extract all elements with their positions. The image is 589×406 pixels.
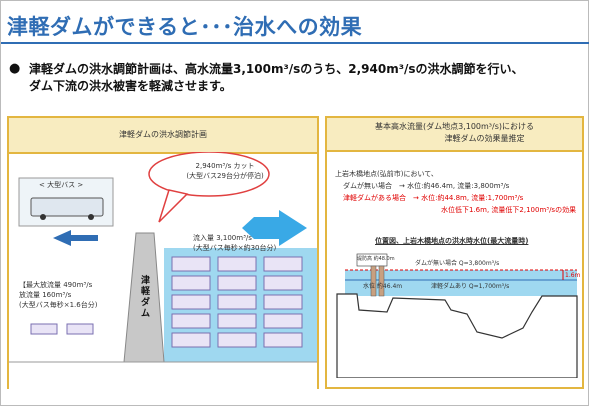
page-title: 津軽ダムができると･･･治水への効果 — [7, 15, 363, 39]
lead-line-2: ダム下流の洪水被害を軽減させます。 — [29, 79, 232, 93]
outflow-arrow-icon — [53, 230, 98, 246]
lead-line-1: 津軽ダムの洪水調節計画は、高水流量3,100m³/sのうち、2,940m³/sの… — [29, 62, 524, 76]
outflow-line-1: 【最大放流量 490m³/s — [19, 281, 93, 289]
inflow-text: 流入量 3,100m³/s (大型バス毎秒×約30台分) — [193, 233, 276, 253]
outflow-line-2: 放流量 160m³/s — [19, 291, 72, 299]
no-dam-row: ダムが無い場合 → 水位:約46.4m, 流量:3,800m³/s — [343, 182, 510, 190]
riverbed — [336, 293, 578, 378]
difference-label: 1.6m — [565, 272, 581, 279]
title-divider — [1, 42, 589, 44]
bus-stack — [171, 256, 303, 348]
inflow-line-2: (大型バス毎秒×約30台分) — [193, 244, 277, 252]
dam-label: 津軽ダム — [141, 276, 151, 319]
bubble-line-1: 2,940m³/s カット — [195, 162, 255, 170]
ground — [9, 362, 317, 389]
effect-row: 水位低下1.6m, 流量低下2,100m³/sの効果 — [441, 206, 577, 214]
bubble-text: 2,940m³/s カット (大型バス29台分が停泊) — [175, 161, 275, 181]
downstream-bus — [30, 323, 58, 335]
lead-text: ● 津軽ダムの洪水調節計画は、高水流量3,100m³/sのうち、2,940m³/… — [9, 61, 524, 95]
levee-post — [378, 265, 385, 297]
no-dam-label: ダムが無い場合 Q=3,800m³/s — [415, 260, 500, 267]
inflow-arrow-icon — [242, 210, 307, 246]
outflow-line-3: (大型バス毎秒×1.6台分) — [19, 301, 98, 309]
panel-header: 基本高水流量(ダム地点3,100m³/s)における 津軽ダムの効果量推定 — [327, 118, 582, 152]
inflow-line-1: 流入量 3,100m³/s — [193, 234, 252, 242]
bullet-icon: ● — [9, 61, 21, 76]
bus-label: < 大型バス > — [39, 181, 84, 189]
section-title: 位置図、上岩木橋地点の洪水時水位(最大流量時) — [375, 237, 529, 245]
cut-bubble — [148, 152, 270, 197]
panel-header: 津軽ダムの洪水調節計画 — [9, 118, 317, 154]
bus-icon — [30, 197, 104, 217]
flood-control-plan-panel: 津軽ダムの洪水調節計画 — [7, 116, 319, 389]
downstream-bus — [66, 323, 94, 335]
outflow-text: 【最大放流量 490m³/s 放流量 160m³/s (大型バス毎秒×1.6台分… — [19, 280, 97, 310]
water-level-label: 水位 約46.4m — [363, 283, 403, 290]
effect-text: 上岩木橋地点(弘前市)において、 ダムが無い場合 → 水位:約46.4m, 流量… — [335, 168, 576, 216]
header-line-2: 津軽ダムの効果量推定 — [444, 134, 525, 143]
bubble-line-2: (大型バス29台分が停泊) — [186, 172, 264, 180]
header-line-1: 基本高水流量(ダム地点3,100m³/s)における — [374, 122, 534, 131]
bubble-tail — [158, 189, 189, 223]
with-dam-label: 津軽ダムあり Q=1,700m³/s — [431, 283, 510, 290]
levee-label: 堤防高 約48.0m — [357, 256, 395, 262]
location-line: 上岩木橋地点(弘前市)において、 — [335, 170, 438, 178]
effect-estimate-panel: 基本高水流量(ダム地点3,100m³/s)における 津軽ダムの効果量推定 上岩木… — [325, 116, 584, 389]
cross-section-illustration — [336, 253, 578, 378]
levee-post — [370, 265, 377, 297]
flood-control-illustration — [9, 152, 317, 389]
with-dam-row: 津軽ダムがある場合 → 水位:約44.8m, 流量:1,700m³/s — [343, 194, 524, 202]
